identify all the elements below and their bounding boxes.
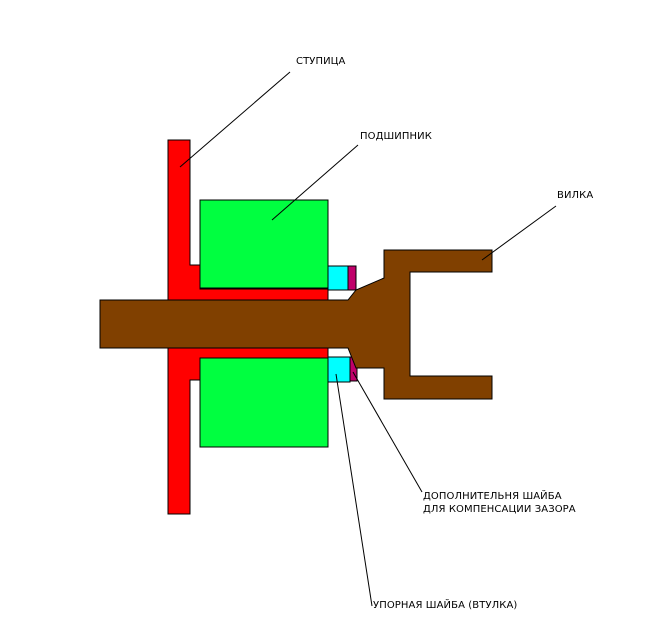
fork-leader (481, 205, 557, 261)
hub-lower (167, 347, 329, 515)
bearing-upper (199, 199, 329, 289)
thrust-washer-lower (327, 356, 351, 383)
hub-leader (179, 71, 291, 168)
thrust-washer-label: УПОРНАЯ ШАЙБА (ВТУЛКА) (373, 600, 518, 611)
extra-washer-leader (352, 371, 423, 493)
bearing-leader (271, 144, 359, 221)
shaft-and-fork (99, 249, 493, 400)
extra-washer-label-line2: ДЛЯ КОМПЕНСАЦИИ ЗАЗОРА (423, 504, 576, 515)
bearing-lower (199, 357, 329, 448)
thrust-washer-leader (335, 373, 373, 607)
fork-label: ВИЛКА (557, 190, 594, 201)
hub-label: СТУПИЦА (296, 56, 346, 67)
thrust-washer-upper (327, 265, 349, 291)
extra-washer-upper (347, 265, 357, 291)
extra-washer-label-line1: ДОПОЛНИТЕЛЬНЯ ШАЙБА (423, 491, 562, 502)
bearing-label: ПОДШИПНИК (360, 131, 432, 142)
